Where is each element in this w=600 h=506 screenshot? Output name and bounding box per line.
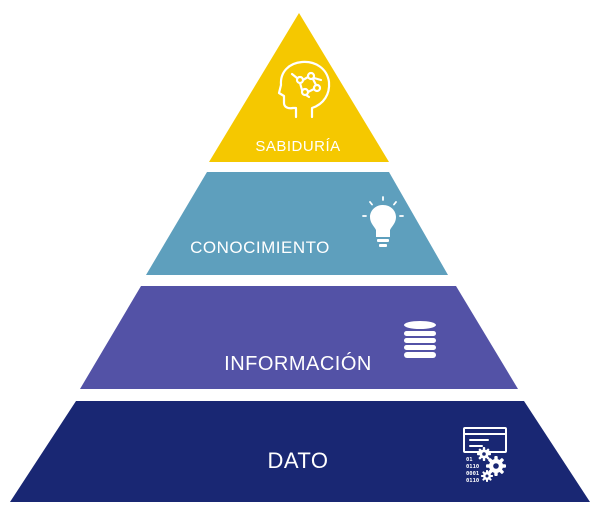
tier-label-dato: DATO <box>267 448 328 473</box>
tier-sabiduria: SABIDURÍA <box>209 13 389 162</box>
data-processing-icon: 01 0110 0001 0110 <box>463 427 507 484</box>
tier-label-conocimiento: CONOCIMIENTO <box>190 238 330 257</box>
tier-dato: 01 0110 0001 0110 <box>10 401 590 502</box>
lower-gear-icon <box>481 470 493 482</box>
tier-conocimiento-shape <box>146 172 448 275</box>
binary-line-3: 0001 <box>466 471 480 477</box>
tier-label-informacion: INFORMACIÓN <box>224 352 372 375</box>
tier-informacion: INFORMACIÓN <box>80 286 518 389</box>
tier-sabiduria-shape <box>209 13 389 162</box>
database-icon <box>404 321 436 358</box>
tier-dato-shape <box>10 401 590 502</box>
lightbulb-icon <box>362 196 404 247</box>
binary-line-2: 0110 <box>466 464 479 470</box>
small-gear-icon <box>477 447 491 461</box>
head-brain-icon <box>277 60 331 119</box>
tier-informacion-shape <box>80 286 518 389</box>
binary-line-4: 0110 <box>466 478 479 484</box>
tier-label-sabiduria: SABIDURÍA <box>255 138 340 155</box>
binary-line-1: 01 <box>466 457 473 463</box>
large-gear-icon <box>486 456 506 476</box>
tier-conocimiento: CONOCIMIENTO <box>146 172 448 275</box>
